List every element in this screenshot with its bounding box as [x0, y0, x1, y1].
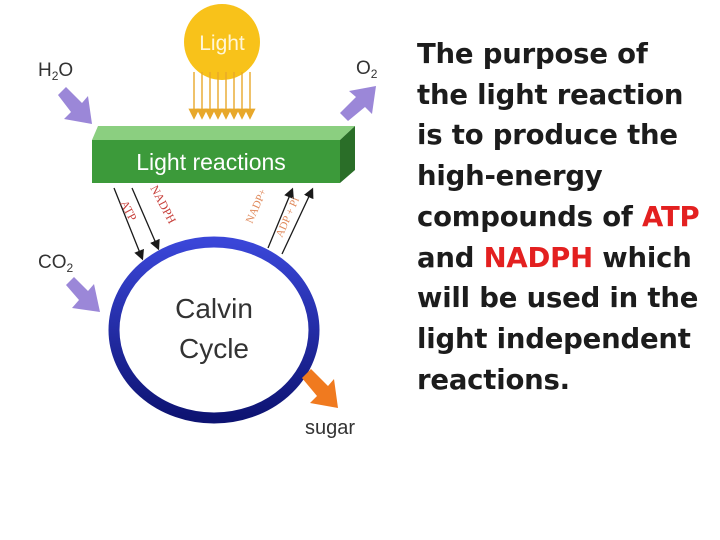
calvin-cycle: Calvin Cycle — [114, 242, 314, 418]
explanation-text: The purpose of the light reaction is to … — [417, 34, 717, 400]
explanation-line: The purpose of — [417, 34, 717, 75]
co2-input: CO2 — [38, 252, 100, 312]
light-reactions-band: Light reactions — [92, 126, 355, 183]
sun: Light — [184, 4, 260, 80]
sugar-arrow-icon — [302, 369, 338, 408]
explanation-line: light independent — [417, 319, 717, 360]
explanation-line: will be used in the — [417, 278, 717, 319]
photosynthesis-diagram: Light Light reactions H2O O2 CO2 — [0, 0, 400, 540]
calvin-label: Calvin — [175, 293, 253, 324]
explanation-line: is to produce the — [417, 115, 717, 156]
explanation-line: reactions. — [417, 360, 717, 401]
nadph-highlight: NADPH — [484, 242, 593, 274]
co2-arrow-icon — [66, 277, 100, 312]
oxygen-label: O2 — [356, 58, 378, 81]
explanation-text-part: compounds of — [417, 201, 642, 233]
explanation-text-part: which — [593, 242, 692, 274]
explanation-line: the light reaction — [417, 75, 717, 116]
nadp-arrow-label: NADP+ — [244, 187, 270, 225]
sugar-label: sugar — [305, 417, 355, 439]
explanation-line: compounds of ATP — [417, 197, 717, 238]
water-input: H2O — [38, 60, 92, 124]
explanation-line: high-energy — [417, 156, 717, 197]
water-arrow-icon — [58, 87, 92, 124]
sugar-output: sugar — [302, 369, 355, 439]
sun-label: Light — [199, 32, 245, 55]
atp-highlight: ATP — [642, 201, 699, 233]
nadph-arrow-label: NADPH — [147, 183, 179, 226]
cycle-label: Cycle — [179, 333, 249, 364]
explanation-line: and NADPH which — [417, 238, 717, 279]
adp-arrow-label: ADP + Pi — [274, 196, 302, 240]
explanation-text-part: and — [417, 242, 484, 274]
oxygen-arrow-icon — [340, 86, 376, 121]
water-label: H2O — [38, 60, 73, 83]
oxygen-output: O2 — [340, 58, 378, 121]
atp-arrow-label: ATP — [117, 198, 140, 224]
co2-label: CO2 — [38, 252, 74, 275]
light-reactions-label: Light reactions — [136, 149, 286, 175]
